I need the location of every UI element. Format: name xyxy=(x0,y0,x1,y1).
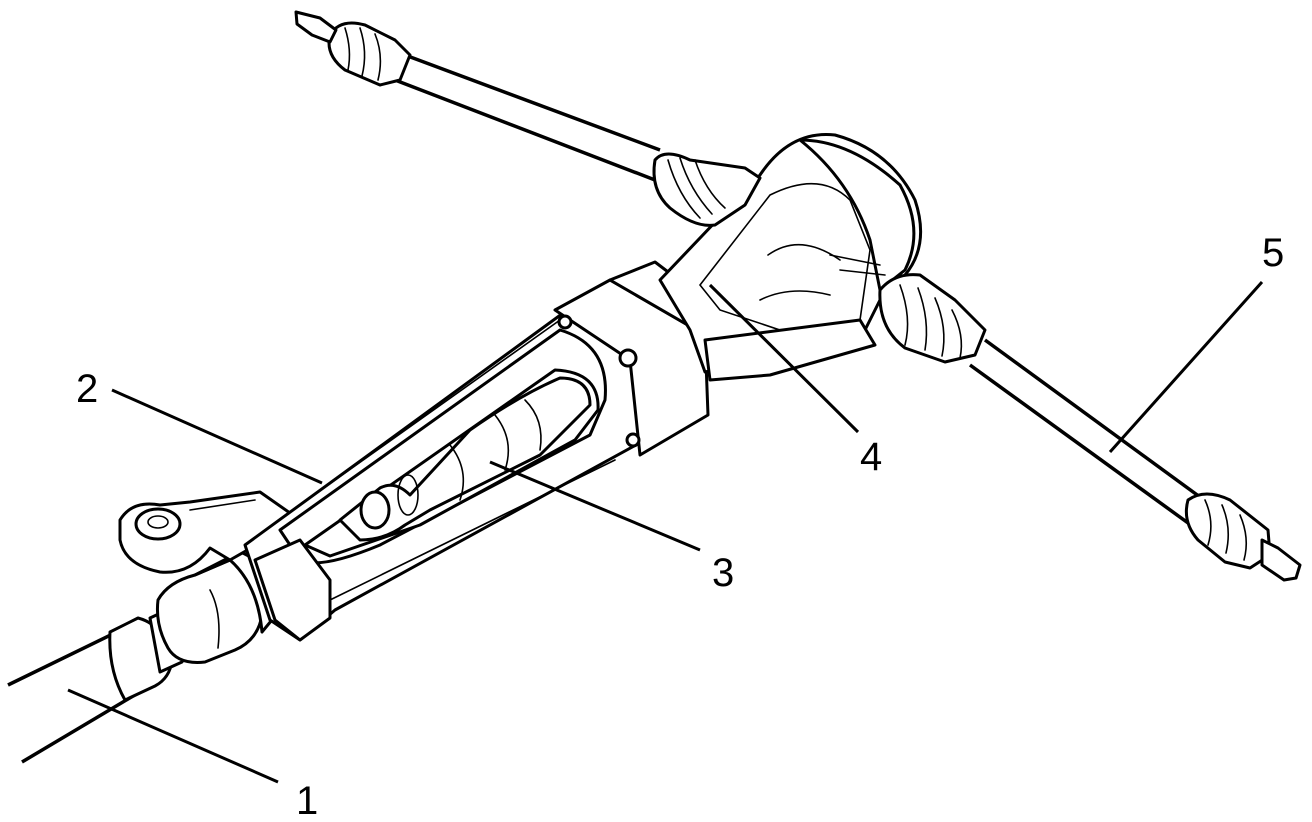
leader-4 xyxy=(708,283,860,434)
differential-housing xyxy=(658,133,923,382)
callout-labels: 1 2 3 4 5 xyxy=(76,231,1284,822)
callout-1: 1 xyxy=(296,779,318,822)
callout-5: 5 xyxy=(1262,231,1284,275)
leader-2 xyxy=(111,388,323,485)
leader-lines xyxy=(67,281,1264,784)
internal-shaft xyxy=(338,376,592,542)
leader-5 xyxy=(1108,281,1264,453)
leader-1 xyxy=(67,688,279,784)
left-driveshaft xyxy=(294,10,762,227)
mounting-bracket xyxy=(118,490,302,574)
callout-3: 3 xyxy=(712,551,734,595)
propeller-shaft xyxy=(7,603,186,764)
right-driveshaft xyxy=(878,273,1302,582)
callout-2: 2 xyxy=(76,367,98,411)
leader-3 xyxy=(489,460,701,552)
callout-4: 4 xyxy=(860,435,882,479)
